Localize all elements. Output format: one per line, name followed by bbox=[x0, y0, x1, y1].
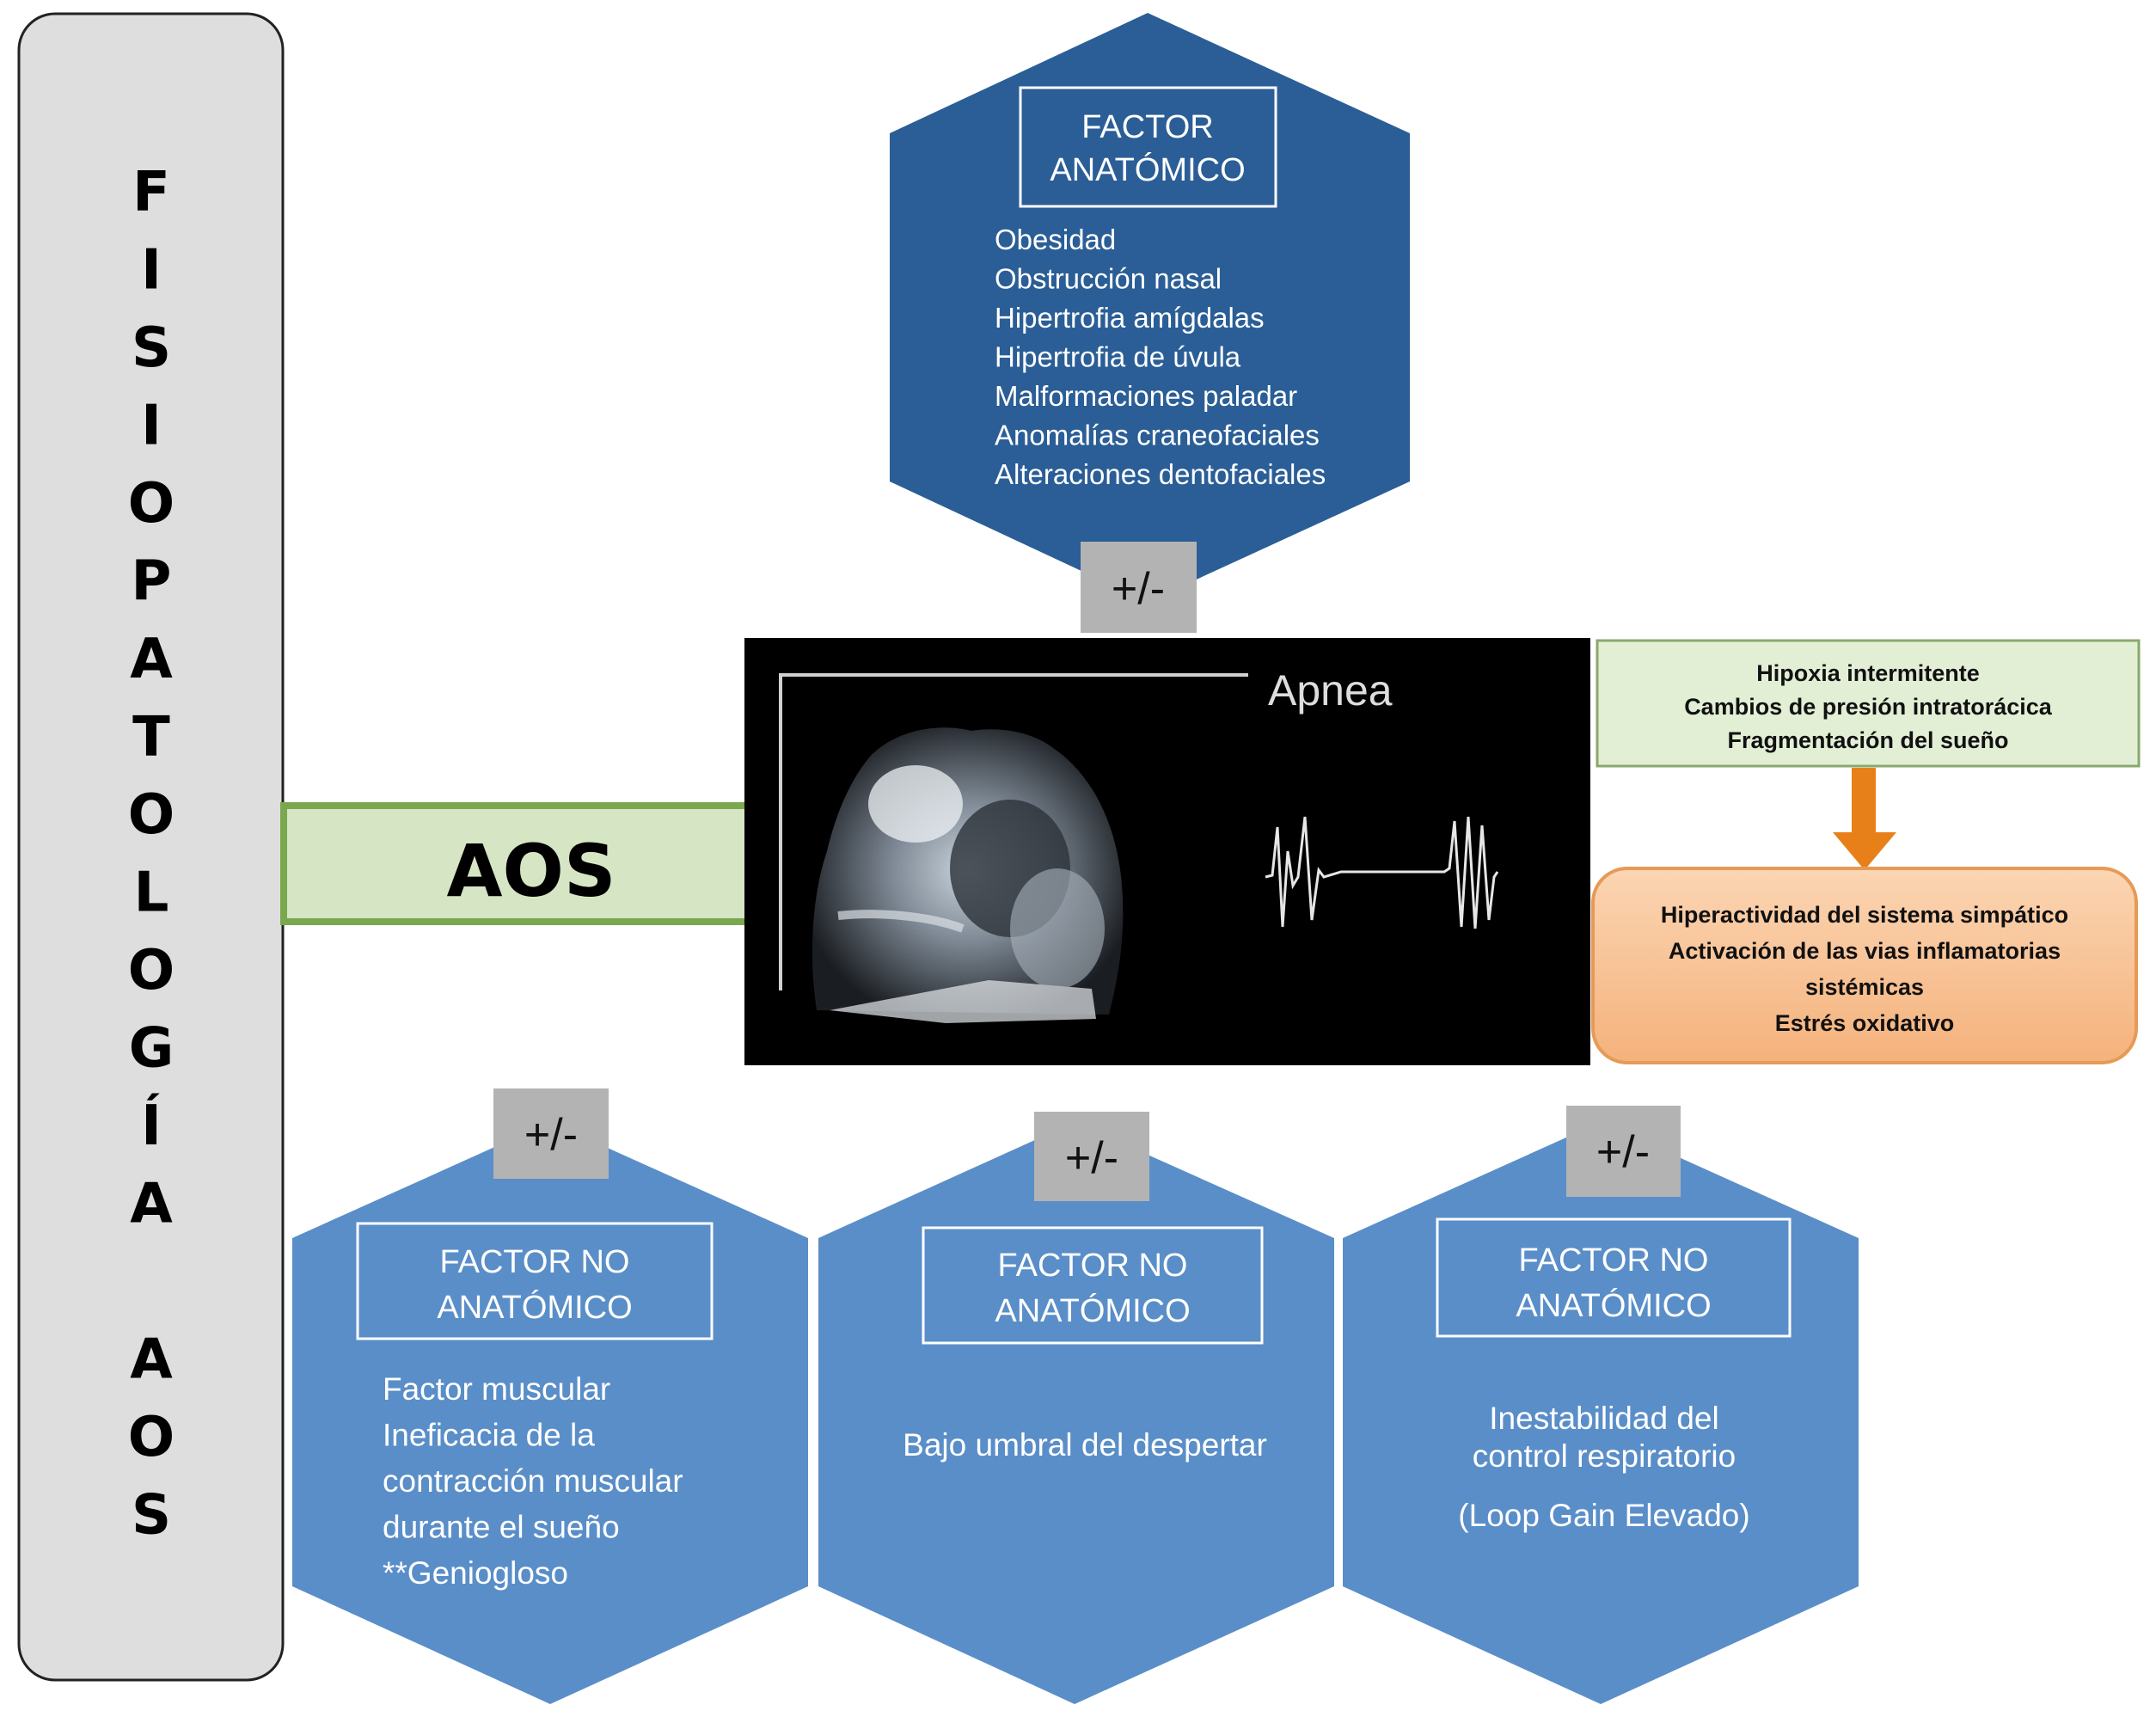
sign-box-bottom-2 bbox=[1034, 1112, 1149, 1201]
non-anatomic-hexagon-3 bbox=[1343, 1122, 1859, 1704]
title-letter: A bbox=[130, 1173, 173, 1236]
sign-bottom-2: +/- bbox=[1065, 1133, 1118, 1183]
non-anatomic-1-line: **Geniogloso bbox=[383, 1555, 568, 1591]
sign-top: +/- bbox=[1112, 564, 1165, 614]
effect-item: Hiperactividad del sistema simpático bbox=[1661, 902, 2068, 928]
title-letter: O bbox=[128, 1406, 175, 1469]
anatomic-item: Obstrucción nasal bbox=[995, 263, 1222, 295]
anatomic-title-frame bbox=[1019, 86, 1277, 208]
non-anatomic-1-line: Ineficacia de la bbox=[383, 1418, 595, 1453]
non-anatomic-3-line: control respiratorio bbox=[1473, 1438, 1736, 1474]
non-anatomic-1-title-line2: ANATÓMICO bbox=[437, 1289, 632, 1326]
sign-bottom-3: +/- bbox=[1596, 1127, 1650, 1177]
anatomic-item: Malformaciones paladar bbox=[995, 380, 1297, 412]
aos-label: AOS bbox=[447, 829, 616, 913]
non-anatomic-1-line: Factor muscular bbox=[383, 1371, 610, 1407]
title-letter: A bbox=[130, 1328, 173, 1392]
title-letter: P bbox=[132, 550, 172, 614]
consequence-item: Fragmentación del sueño bbox=[1727, 727, 2008, 753]
non-anatomic-hexagon-2 bbox=[818, 1122, 1334, 1704]
non-anatomic-3-title-line1: FACTOR NO bbox=[1519, 1242, 1709, 1279]
non-anatomic-2-title-line2: ANATÓMICO bbox=[995, 1292, 1190, 1329]
title-letter: F bbox=[132, 161, 170, 224]
non-anatomic-1-line: contracción muscular bbox=[383, 1463, 683, 1499]
apnea-caption: Apnea bbox=[1268, 666, 1393, 714]
title-letter: T bbox=[132, 706, 170, 770]
title-letter: I bbox=[141, 239, 162, 303]
non-anatomic-title-frame-3 bbox=[1436, 1217, 1792, 1338]
title-letter: O bbox=[128, 472, 175, 536]
non-anatomic-1-title-line1: FACTOR NO bbox=[440, 1244, 630, 1280]
ecg-trace bbox=[1265, 816, 1499, 929]
non-anatomic-title-frame-2 bbox=[922, 1226, 1264, 1345]
orange-down-arrow bbox=[1833, 768, 1896, 870]
consequences-box bbox=[1596, 639, 2141, 768]
non-anatomic-3-title-line2: ANATÓMICO bbox=[1516, 1287, 1711, 1324]
consequence-item: Cambios de presión intratorácica bbox=[1684, 694, 2053, 720]
title-letter: S bbox=[132, 316, 171, 380]
mri-image: Apnea bbox=[744, 638, 1590, 1065]
anatomic-item: Obesidad bbox=[995, 224, 1116, 255]
sign-box-bottom-3 bbox=[1566, 1106, 1681, 1197]
non-anatomic-title-frame-1 bbox=[356, 1222, 714, 1340]
title-letter: A bbox=[130, 628, 173, 691]
effects-box bbox=[1591, 867, 2138, 1064]
anatomic-title-line1: FACTOR bbox=[1081, 109, 1213, 145]
anatomic-item: Hipertrofia de úvula bbox=[995, 341, 1241, 373]
non-anatomic-3-line: Inestabilidad del bbox=[1489, 1401, 1718, 1436]
non-anatomic-2-line: Bajo umbral del despertar bbox=[903, 1427, 1267, 1463]
title-letter: G bbox=[129, 1017, 175, 1081]
title-letter: O bbox=[128, 939, 175, 1003]
effect-item: Estrés oxidativo bbox=[1775, 1010, 1955, 1036]
title-letter: Í bbox=[141, 1093, 162, 1158]
non-anatomic-2-title-line1: FACTOR NO bbox=[998, 1248, 1188, 1284]
non-anatomic-3-line: (Loop Gain Elevado) bbox=[1458, 1498, 1749, 1533]
effect-item: sistémicas bbox=[1805, 974, 1924, 1000]
anatomic-item: Hipertrofia amígdalas bbox=[995, 302, 1265, 334]
non-anatomic-1-line: durante el sueño bbox=[383, 1510, 620, 1545]
title-letter: O bbox=[128, 783, 175, 847]
non-anatomic-hexagon-1 bbox=[292, 1122, 808, 1704]
title-letter: I bbox=[141, 395, 162, 458]
title-letter: L bbox=[134, 862, 169, 925]
anatomic-item: Anomalías craneofaciales bbox=[995, 420, 1320, 451]
consequence-item: Hipoxia intermitente bbox=[1756, 660, 1980, 686]
anatomic-item: Alteraciones dentofaciales bbox=[995, 458, 1326, 490]
sign-bottom-1: +/- bbox=[524, 1110, 578, 1160]
sign-box-bottom-1 bbox=[493, 1088, 609, 1179]
anatomic-title-line2: ANATÓMICO bbox=[1050, 151, 1245, 188]
effect-item: Activación de las vias inflamatorias bbox=[1669, 938, 2061, 964]
sign-box-top bbox=[1081, 542, 1197, 633]
title-letter: S bbox=[132, 1484, 171, 1548]
